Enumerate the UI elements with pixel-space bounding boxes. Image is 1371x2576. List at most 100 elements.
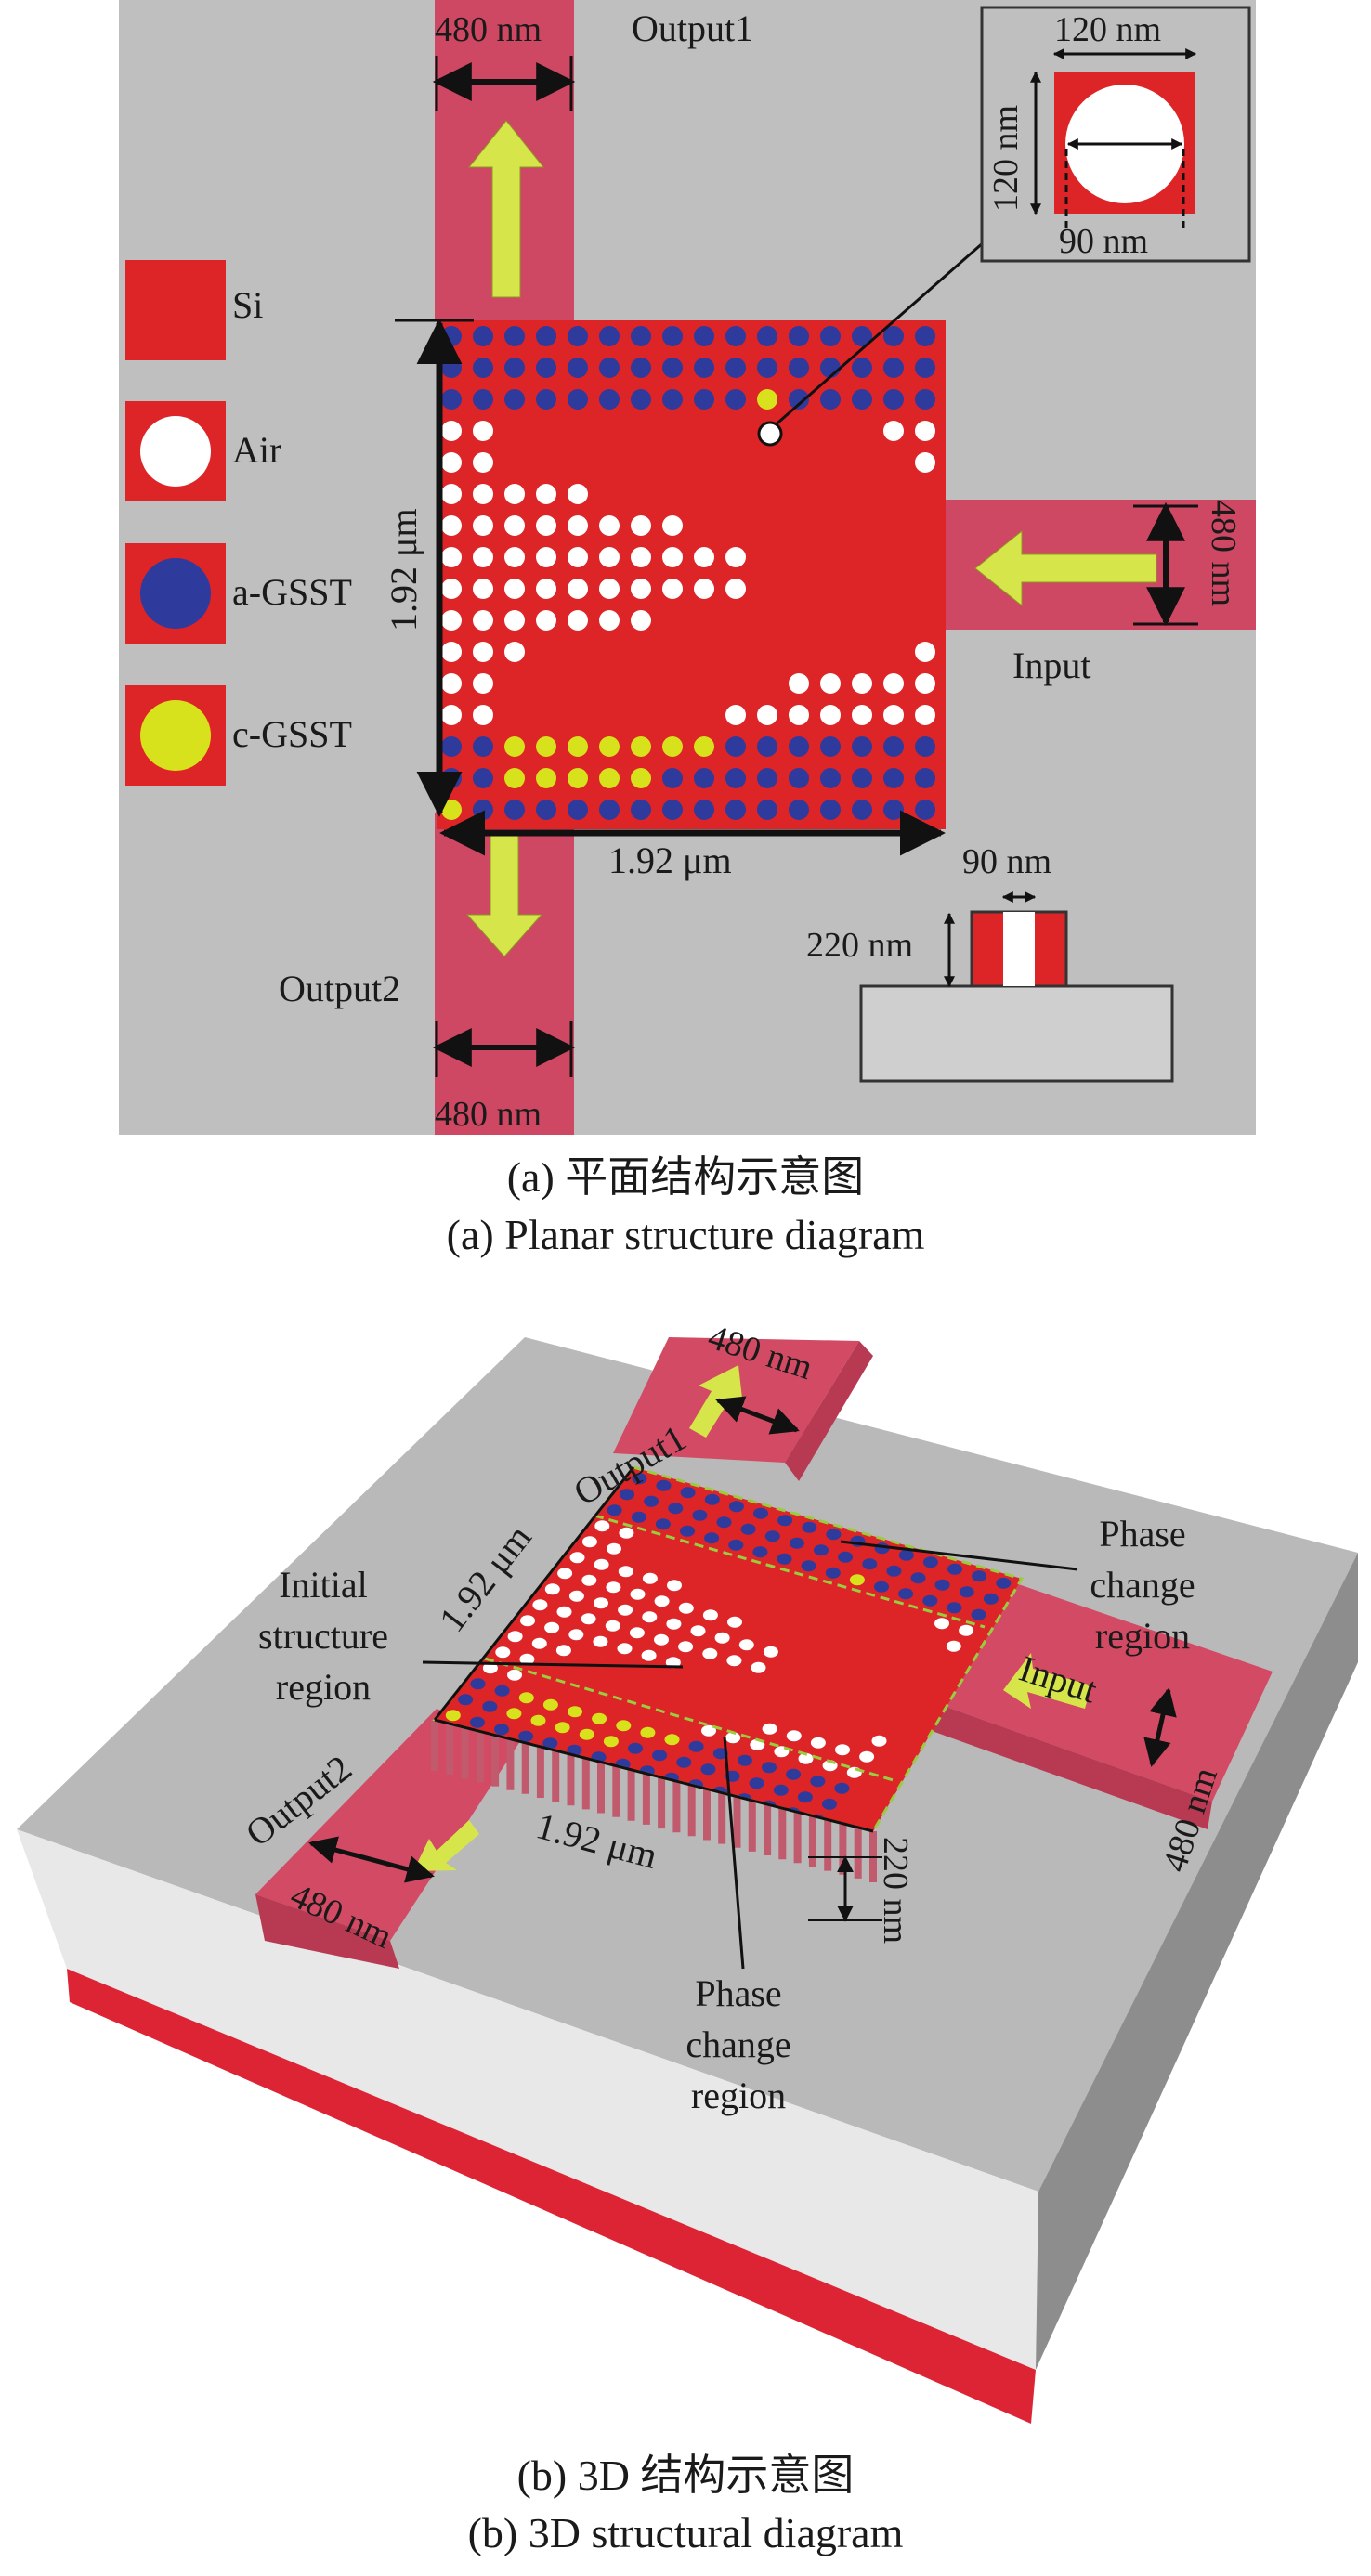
- hole: [883, 768, 904, 788]
- hole-3d: [641, 1649, 657, 1661]
- hole: [852, 326, 872, 346]
- 3d-diagram: Output1 480 nm 1.92 μm Phase change regi…: [17, 1318, 1358, 2424]
- hole-3d: [656, 1479, 672, 1491]
- hole: [441, 610, 462, 631]
- hole-3d: [629, 1627, 645, 1639]
- hole-3d: [654, 1595, 670, 1607]
- hole-3d: [910, 1572, 926, 1584]
- hole: [568, 547, 588, 567]
- substrate-section: [859, 984, 1174, 1083]
- hole-3d: [922, 1594, 938, 1607]
- hole: [473, 452, 493, 473]
- hole: [789, 736, 809, 757]
- hole: [789, 326, 809, 346]
- phase-change-bottom-line2: change: [686, 2023, 790, 2065]
- hole: [599, 736, 620, 757]
- hole-3d: [616, 1720, 632, 1732]
- hole-3d: [898, 1549, 914, 1561]
- hole-3d: [704, 1493, 720, 1505]
- phase-change-top-line2: change: [1090, 1564, 1195, 1606]
- hole-3d: [494, 1685, 510, 1697]
- hole-3d: [555, 1645, 571, 1657]
- hole-3d: [751, 1661, 766, 1673]
- hole-3d: [507, 1669, 522, 1681]
- hole-3d: [482, 1662, 498, 1674]
- substrate-bottom-layer: [67, 1969, 1036, 2424]
- hole-3d: [470, 1678, 486, 1690]
- hole: [504, 515, 525, 536]
- hole: [568, 768, 588, 788]
- hole: [820, 768, 841, 788]
- hole: [441, 579, 462, 599]
- hole: [441, 452, 462, 473]
- hole: [568, 579, 588, 599]
- hole: [852, 358, 872, 378]
- hole-3d: [542, 1737, 558, 1750]
- hole-3d: [797, 1791, 813, 1803]
- hole: [631, 547, 651, 567]
- hole-3d: [628, 1742, 643, 1754]
- hole: [536, 800, 556, 820]
- hole: [694, 736, 714, 757]
- hole-3d: [642, 1572, 658, 1584]
- hole: [536, 736, 556, 757]
- hole: [789, 358, 809, 378]
- hole: [725, 800, 746, 820]
- hole: [915, 642, 935, 662]
- hole-3d: [632, 1473, 647, 1485]
- hole-3d: [946, 1640, 961, 1652]
- hole-3d: [802, 1521, 817, 1533]
- hole-3d: [507, 1631, 523, 1643]
- hole: [504, 547, 525, 567]
- hole: [852, 389, 872, 410]
- hole: [504, 610, 525, 631]
- hole: [852, 673, 872, 694]
- hole: [662, 358, 683, 378]
- hole-3d: [728, 1501, 744, 1513]
- hole-3d: [777, 1553, 792, 1565]
- hole-3d: [789, 1537, 804, 1549]
- caption-b-en: (b) 3D structural diagram: [467, 2509, 904, 2556]
- hole-3d: [568, 1629, 584, 1641]
- hole-3d: [702, 1647, 718, 1659]
- hole-3d: [594, 1558, 609, 1570]
- hole: [915, 800, 935, 820]
- input-waveguide-3d: [912, 1569, 1273, 1802]
- hole: [662, 515, 683, 536]
- hole: [631, 768, 651, 788]
- hole-3d: [532, 1599, 548, 1611]
- hole: [725, 736, 746, 757]
- hole-3d: [494, 1724, 509, 1736]
- hole: [568, 515, 588, 536]
- hole: [789, 389, 809, 410]
- hole-3d: [738, 1639, 754, 1651]
- hole: [441, 673, 462, 694]
- hole-3d: [762, 1723, 777, 1735]
- hole: [725, 389, 746, 410]
- hole: [757, 705, 777, 725]
- hole: [631, 736, 651, 757]
- hole-3d: [469, 1716, 485, 1728]
- hole: [883, 736, 904, 757]
- hole: [441, 358, 462, 378]
- hole-3d: [726, 1655, 742, 1667]
- hole-3d: [826, 1529, 842, 1541]
- legend-air-label: Air: [232, 429, 281, 471]
- substrate-front: [17, 1829, 1038, 2370]
- hole: [883, 389, 904, 410]
- hole: [441, 547, 462, 567]
- hole-3d: [520, 1615, 535, 1627]
- hole: [536, 610, 556, 631]
- hole: [662, 326, 683, 346]
- hole-3d: [714, 1632, 730, 1644]
- hole-3d: [631, 1511, 646, 1523]
- hole: [473, 736, 493, 757]
- hole: [536, 547, 556, 567]
- hole: [441, 736, 462, 757]
- hole: [473, 705, 493, 725]
- hole-3d: [810, 1737, 826, 1749]
- hole: [757, 389, 777, 410]
- hole-3d: [581, 1574, 597, 1586]
- hole-3d: [603, 1736, 619, 1748]
- hole-3d: [971, 1608, 986, 1620]
